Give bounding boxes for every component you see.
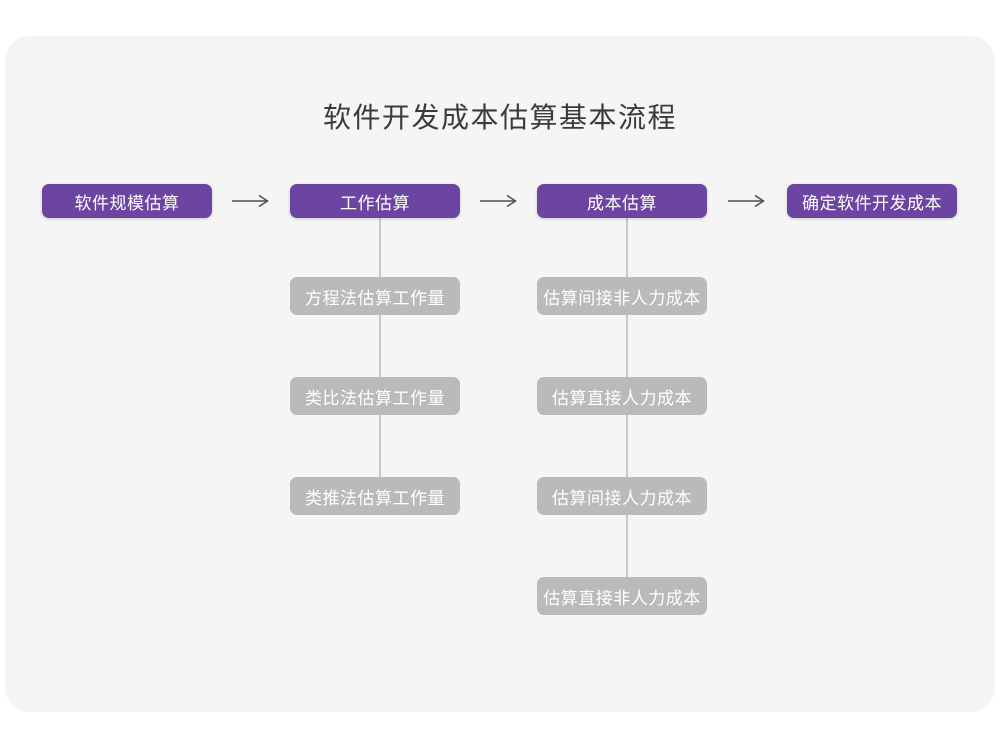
substep-equation-method: 方程法估算工作量 bbox=[290, 277, 460, 315]
arrow-right-icon bbox=[480, 194, 517, 208]
substep-indirect-labor-cost: 估算间接人力成本 bbox=[537, 477, 707, 515]
substep-extrapolation-method: 类推法估算工作量 bbox=[290, 477, 460, 515]
diagram-canvas: 软件开发成本估算基本流程 软件规模估算 工作估算 成本估算 确定软件开发成本 方… bbox=[5, 36, 995, 712]
connector-line-work-estimation bbox=[379, 217, 381, 497]
flow-step-cost-estimation: 成本估算 bbox=[537, 184, 707, 218]
flow-step-work-estimation: 工作估算 bbox=[290, 184, 460, 218]
arrow-right-icon bbox=[232, 194, 269, 208]
substep-analogy-method: 类比法估算工作量 bbox=[290, 377, 460, 415]
arrow-right-icon bbox=[728, 194, 765, 208]
page-title: 软件开发成本估算基本流程 bbox=[322, 102, 677, 133]
flow-step-determine-software-dev-cost: 确定软件开发成本 bbox=[787, 184, 957, 218]
flow-step-software-scale-estimation: 软件规模估算 bbox=[42, 184, 212, 218]
substep-direct-labor-cost: 估算直接人力成本 bbox=[537, 377, 707, 415]
substep-direct-non-labor-cost: 估算直接非人力成本 bbox=[537, 577, 707, 615]
substep-indirect-non-labor-cost: 估算间接非人力成本 bbox=[537, 277, 707, 315]
